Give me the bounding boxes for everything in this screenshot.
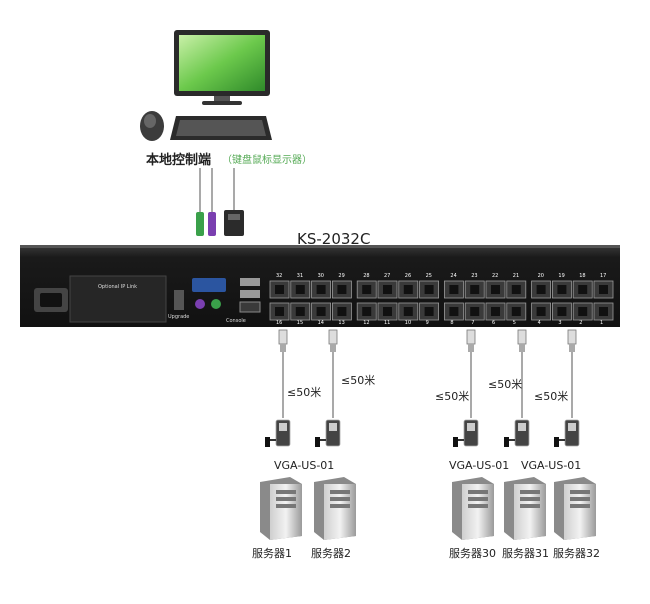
distance-label-3: ≤50米	[435, 390, 470, 403]
server-link	[265, 329, 291, 447]
port-number: 8	[450, 320, 454, 326]
port-number: 21	[512, 273, 520, 279]
console-cables	[196, 168, 244, 236]
server-icon	[554, 477, 596, 540]
port-number: 18	[579, 273, 586, 279]
server-label-32: 服务器32	[553, 547, 600, 560]
console-rj45-port	[239, 301, 261, 313]
port-number: 20	[537, 273, 544, 279]
monitor-icon	[174, 30, 270, 105]
port-number: 15	[296, 320, 304, 326]
server-icon	[314, 477, 356, 540]
adapter-label-1: VGA-US-01	[274, 459, 335, 472]
keyboard-icon	[170, 116, 272, 140]
port-number: 27	[384, 273, 391, 279]
port-number: 26	[404, 273, 412, 279]
port-number: 6	[492, 320, 496, 326]
port-number: 31	[296, 273, 304, 279]
server-links	[265, 329, 580, 447]
console-ps2-mouse	[195, 299, 205, 309]
server-icon	[504, 477, 546, 540]
port-number: 28	[363, 273, 370, 279]
port-number: 14	[317, 320, 324, 326]
upgrade-label: Upgrade	[168, 314, 190, 320]
port-number: 3	[558, 320, 562, 326]
port-number: 32	[276, 273, 283, 279]
port-number: 17	[600, 273, 607, 279]
port-number: 16	[276, 320, 283, 326]
port-number: 4	[537, 320, 541, 326]
server-link	[315, 329, 341, 447]
port-number: 13	[338, 320, 345, 326]
kvm-switch	[20, 245, 620, 327]
servers-group	[260, 477, 596, 540]
port-number: 7	[471, 320, 475, 326]
port-number: 29	[338, 273, 345, 279]
optional-ip-label: Optional IP Link	[98, 284, 138, 290]
server-icon	[260, 477, 302, 540]
distance-label-2: ≤50米	[341, 374, 376, 387]
console-ps2-keyboard	[211, 299, 221, 309]
mouse-icon	[140, 111, 164, 141]
port-number: 12	[363, 320, 370, 326]
usb-port-2	[240, 290, 260, 298]
server-link	[504, 329, 530, 447]
port-number: 11	[384, 320, 391, 326]
server-label-31: 服务器31	[502, 547, 549, 560]
port-number: 24	[450, 273, 457, 279]
server-label-2: 服务器2	[311, 547, 351, 560]
ps2-keyboard-connector	[196, 212, 204, 236]
console-port-label: Console	[226, 318, 246, 324]
distance-label-4: ≤50米	[488, 378, 523, 391]
distance-label-5: ≤50米	[534, 390, 569, 403]
usb-port-1	[240, 278, 260, 286]
console-vga-port	[192, 278, 226, 292]
server-icon	[452, 477, 494, 540]
ps2-mouse-connector	[208, 212, 216, 236]
port-number: 25	[425, 273, 432, 279]
port-number: 10	[404, 320, 412, 326]
switch-model-label: KS-2032C	[297, 230, 371, 248]
port-number: 19	[558, 273, 565, 279]
server-link	[554, 329, 580, 447]
adapter-label-3: VGA-US-01	[521, 459, 582, 472]
console-title: 本地控制端	[146, 153, 212, 168]
console-subtitle: （键盘鼠标显示器）	[222, 155, 312, 166]
server-label-1: 服务器1	[252, 547, 292, 560]
port-number: 1	[600, 320, 604, 326]
server-port-bank	[269, 280, 614, 321]
port-number: 9	[425, 320, 429, 326]
port-number: 23	[471, 273, 478, 279]
distance-label-1: ≤50米	[287, 386, 322, 399]
port-number: 22	[492, 273, 499, 279]
optional-ip-module	[69, 275, 167, 323]
adapter-label-2: VGA-US-01	[449, 459, 510, 472]
upgrade-port	[174, 290, 184, 310]
server-label-30: 服务器30	[449, 547, 496, 560]
port-number: 30	[317, 273, 324, 279]
port-number: 5	[512, 320, 516, 326]
vga-connector	[224, 210, 244, 236]
server-link	[453, 329, 479, 447]
port-number: 2	[579, 320, 583, 326]
